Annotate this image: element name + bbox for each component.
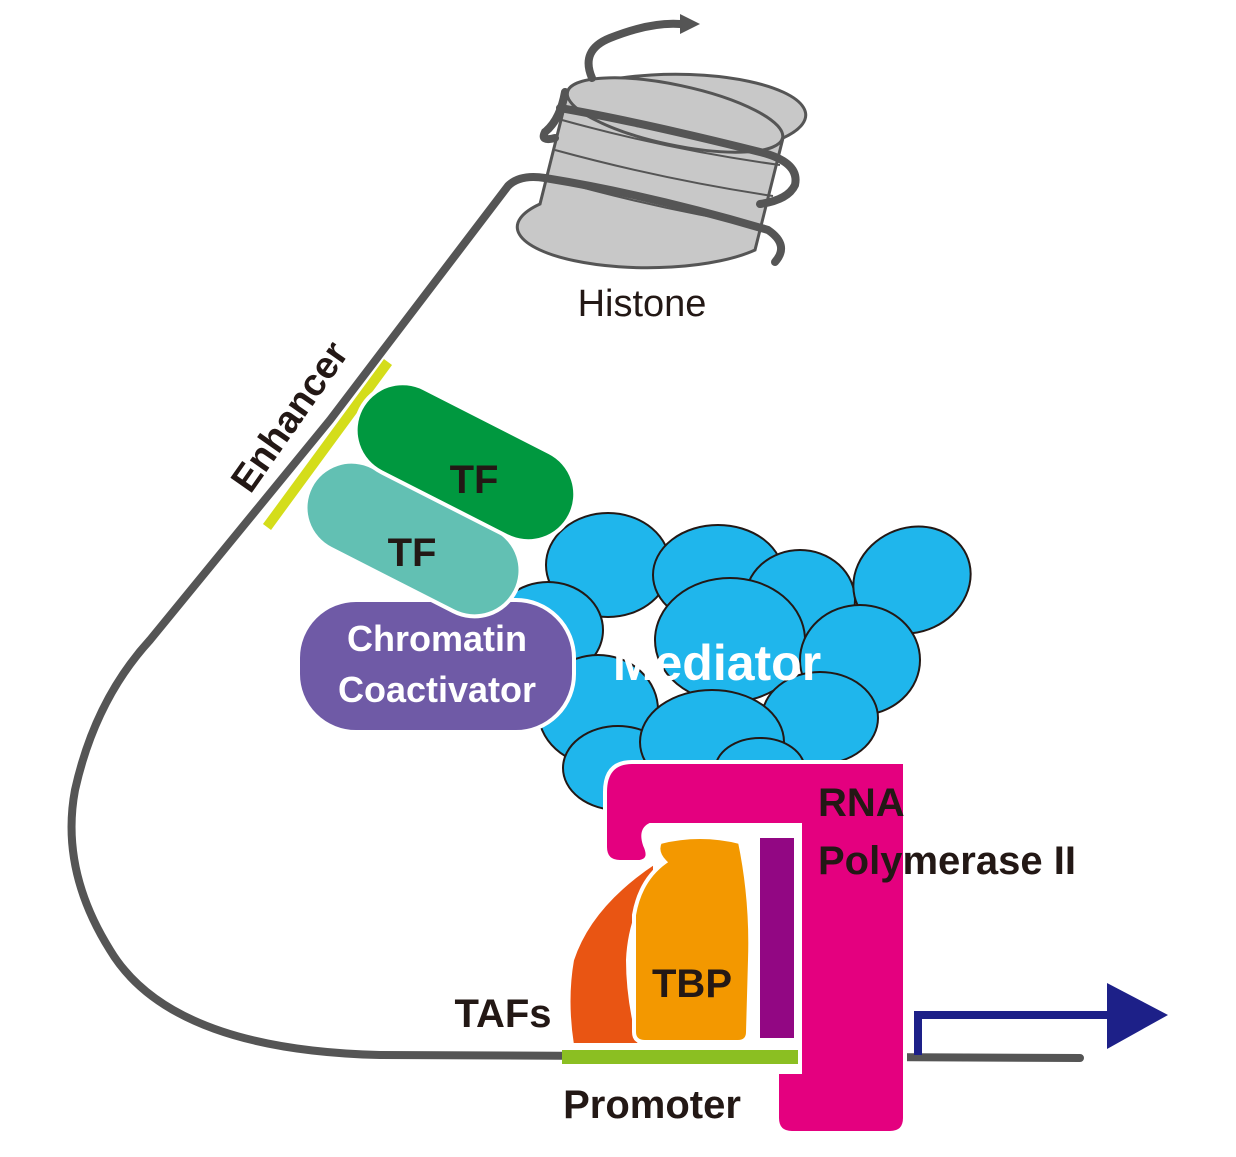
tafs-label: TAFs xyxy=(454,992,551,1036)
dna-histone-wrap xyxy=(539,88,569,144)
rnap-label-line2: Polymerase II xyxy=(818,839,1076,883)
polymerase-subunit xyxy=(756,834,798,1042)
transcription-start-arrow xyxy=(914,983,1168,1055)
rna-polymerase-ii xyxy=(603,760,907,1135)
promoter-label: Promoter xyxy=(563,1083,741,1127)
transcription-start-arrowhead xyxy=(1107,983,1168,1049)
dna-strand xyxy=(67,173,1084,1062)
promoter-segment xyxy=(562,1050,802,1064)
histone-wrap-line xyxy=(554,149,774,197)
tf-label-top: TF xyxy=(450,458,499,502)
transcription-start-line xyxy=(914,1011,1110,1055)
dna-histone-wrap xyxy=(584,19,684,82)
dna-histone-wrap xyxy=(541,174,786,266)
coactivator-label-line1: Chromatin xyxy=(347,618,527,659)
enhancer-segment xyxy=(262,359,393,530)
histone-label: Histone xyxy=(578,283,707,325)
dna-end-arrowhead xyxy=(680,14,700,34)
mediator-label: Mediator xyxy=(613,635,821,691)
tbp-shape xyxy=(632,835,753,1044)
histone-wrap-line xyxy=(561,119,781,166)
dna-histone-wrap xyxy=(556,104,800,208)
coactivator-label-line2: Coactivator xyxy=(338,669,536,710)
tf-label-bottom: TF xyxy=(388,531,437,575)
transcription-factor-dark xyxy=(353,381,578,544)
rnap-label-line1: RNA xyxy=(818,781,905,825)
tbp-label: TBP xyxy=(652,962,732,1006)
histone xyxy=(515,14,808,270)
tafs-shape xyxy=(566,858,657,1047)
